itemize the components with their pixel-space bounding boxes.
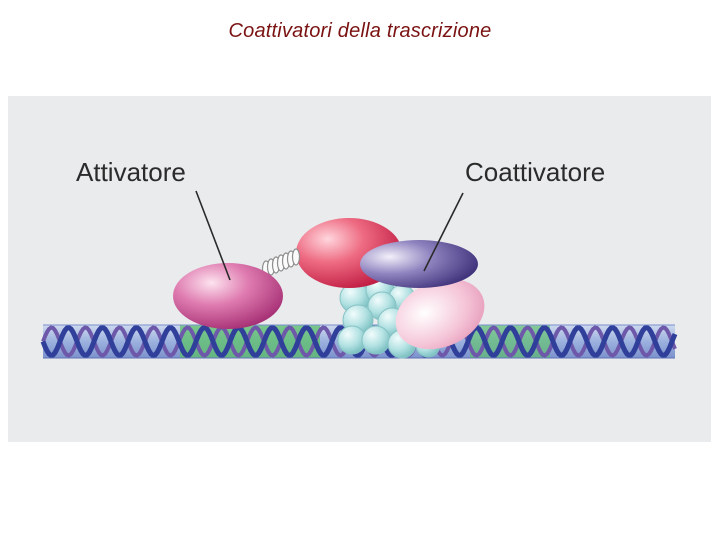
activator-label: Attivatore [76,157,186,187]
coiled-linker [261,248,301,278]
pink-factor [395,278,485,350]
activator-leader-line [195,190,231,281]
coactivator-protein [360,240,478,288]
dna-strand-front-path [40,324,678,359]
dna-strand-front [40,324,678,359]
activator-protein [173,263,283,329]
coactivator-label: Coattivatore [465,157,605,187]
coactivator-leader-line [423,192,464,272]
page-title: Coattivatori della trascrizione [228,20,492,42]
